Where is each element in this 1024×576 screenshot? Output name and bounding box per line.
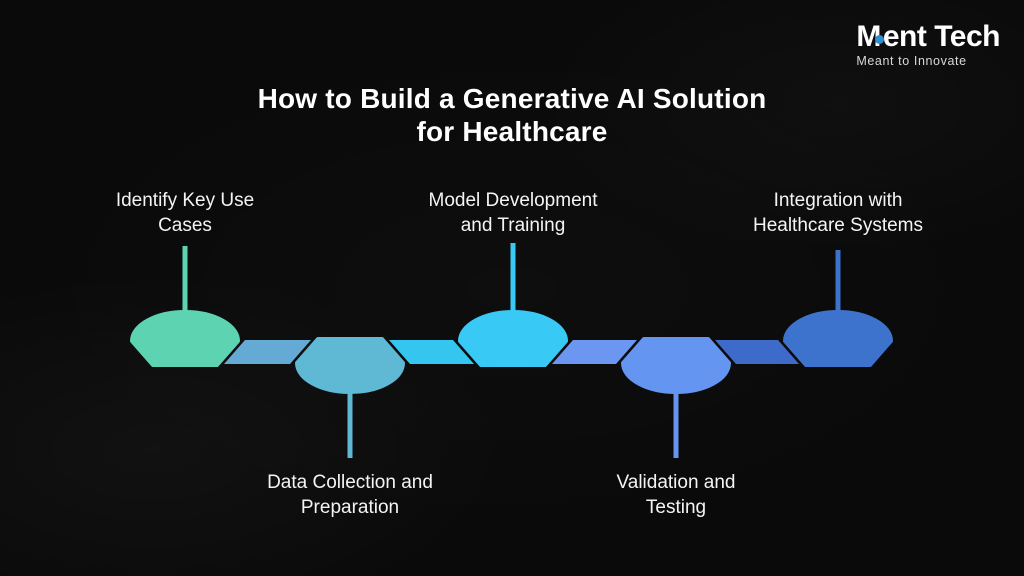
step-node-1 (130, 310, 240, 367)
connector-3-4 (552, 340, 637, 364)
page-title: How to Build a Generative AI Solution fo… (0, 82, 1024, 148)
connector-4-5 (715, 340, 799, 364)
step-stem-2 (347, 376, 353, 458)
step-node-4 (621, 337, 731, 394)
connector-1-2 (224, 340, 311, 364)
step-label-4: Validation and Testing (616, 472, 736, 519)
title-line-1: How to Build a Generative AI Solution (257, 83, 767, 114)
logo-dot-icon (874, 35, 884, 44)
step-stem-4 (673, 376, 679, 458)
step-stem-5 (835, 250, 841, 326)
logo-wordmark: Ment Tech (856, 22, 1000, 52)
title-line-2: for Healthcare (416, 116, 608, 148)
logo-tagline: Meant to Innovate (856, 54, 967, 68)
step-stem-3 (510, 243, 516, 326)
step-node-5 (783, 310, 893, 367)
logo-wordmark-rest: ent Tech (882, 20, 1001, 53)
logo: Ment Tech Meant to Innovate (856, 22, 1000, 69)
step-label-1: Identify Key Use Cases (115, 190, 255, 237)
step-node-3 (458, 310, 568, 367)
step-label-2: Data Collection and Preparation (267, 472, 433, 519)
step-stem-1 (182, 246, 188, 326)
connector-2-3 (389, 340, 474, 364)
logo-dot-shape (874, 35, 884, 44)
step-node-2 (295, 337, 405, 394)
step-label-5: Integration with Healthcare Systems (752, 190, 923, 237)
step-label-3: Model Development and Training (428, 190, 598, 237)
